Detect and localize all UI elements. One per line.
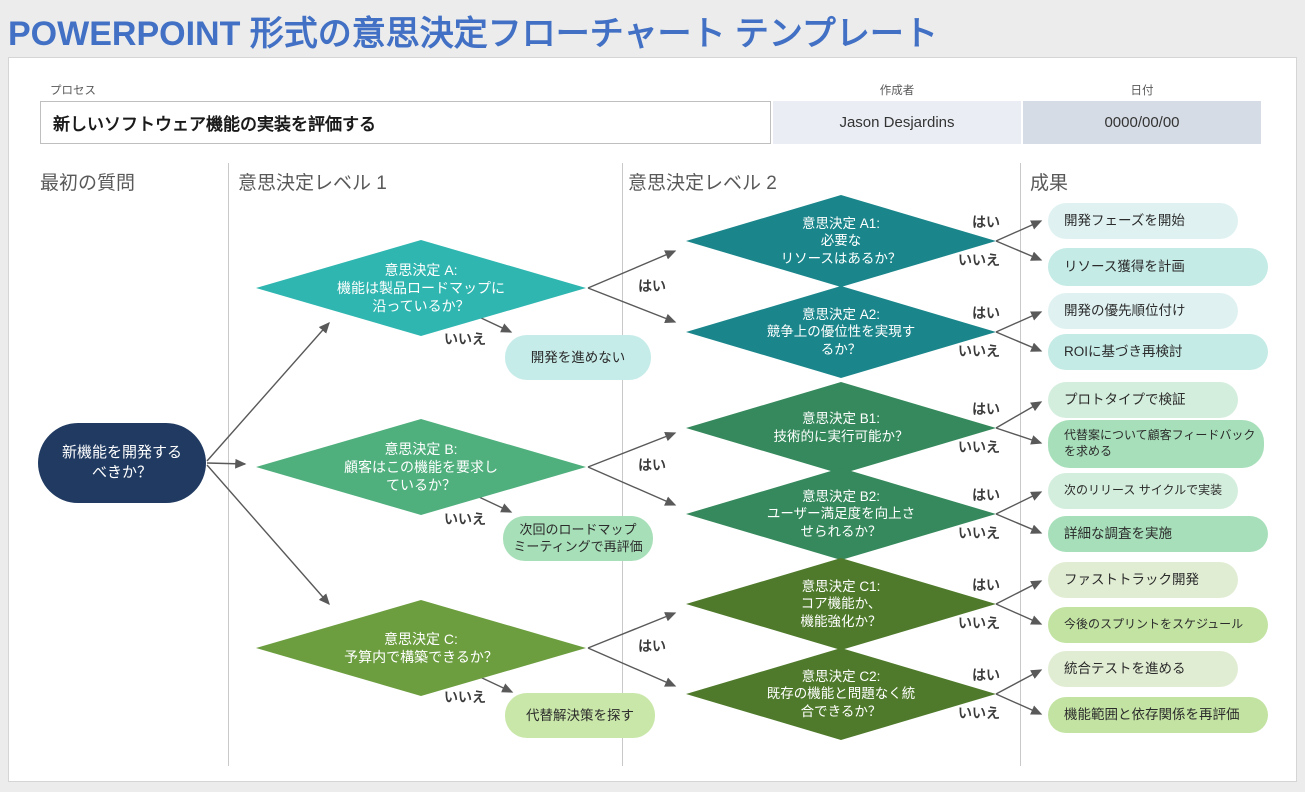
column-header-level1: 意思決定レベル 1 bbox=[238, 173, 387, 194]
outcome-pill-b1-no[interactable]: 代替案について顧客フィードバック を求める bbox=[1048, 420, 1264, 468]
outcome-pill-c2-yes[interactable]: 統合テストを進める bbox=[1048, 651, 1238, 687]
no-label-c1: いいえ bbox=[958, 615, 1000, 631]
no-label-c2: いいえ bbox=[958, 705, 1000, 721]
decision-b-no-pill[interactable]: 次回のロードマップ ミーティングで再評価 bbox=[503, 516, 653, 561]
outcome-pill-c1-yes[interactable]: ファストトラック開発 bbox=[1048, 562, 1238, 598]
no-label-b1: いいえ bbox=[958, 439, 1000, 455]
no-label-a1: いいえ bbox=[958, 252, 1000, 268]
date-value-field[interactable]: 0000/00/00 bbox=[1023, 101, 1261, 144]
no-label-c: いいえ bbox=[444, 689, 486, 705]
outcome-pill-a2-no[interactable]: ROIに基づき再検討 bbox=[1048, 334, 1268, 370]
process-label: プロセス bbox=[50, 85, 96, 97]
no-label-a2: いいえ bbox=[958, 343, 1000, 359]
yes-label-b2: はい bbox=[972, 487, 1000, 503]
yes-label-b1: はい bbox=[972, 401, 1000, 417]
yes-label-c: はい bbox=[638, 638, 666, 654]
column-header-first-question: 最初の質問 bbox=[40, 173, 136, 194]
page-title: POWERPOINT 形式の意思決定フローチャート テンプレート bbox=[8, 15, 938, 53]
outcome-pill-a1-no[interactable]: リソース獲得を計画 bbox=[1048, 248, 1268, 286]
yes-label-c1: はい bbox=[972, 577, 1000, 593]
outcome-pill-b2-yes[interactable]: 次のリリース サイクルで実装 bbox=[1048, 473, 1238, 509]
yes-label-a: はい bbox=[638, 278, 666, 294]
column-divider-3 bbox=[1020, 163, 1021, 766]
yes-label-a1: はい bbox=[972, 214, 1000, 230]
column-header-outcomes: 成果 bbox=[1030, 173, 1069, 194]
column-divider-1 bbox=[228, 163, 229, 766]
author-label: 作成者 bbox=[879, 85, 915, 97]
decision-c-no-pill[interactable]: 代替解決策を探す bbox=[505, 693, 655, 738]
outcome-pill-a2-yes[interactable]: 開発の優先順位付け bbox=[1048, 293, 1238, 329]
yes-label-b: はい bbox=[638, 457, 666, 473]
outcome-pill-a1-yes[interactable]: 開発フェーズを開始 bbox=[1048, 203, 1238, 239]
start-node[interactable]: 新機能を開発する べきか？ bbox=[38, 423, 206, 503]
no-label-a: いいえ bbox=[444, 331, 486, 347]
outcome-pill-c2-no[interactable]: 機能範囲と依存関係を再評価 bbox=[1048, 697, 1268, 733]
column-header-level2: 意思決定レベル 2 bbox=[628, 173, 777, 194]
process-value-field[interactable]: 新しいソフトウェア機能の実装を評価する bbox=[40, 101, 771, 144]
decision-a-no-pill[interactable]: 開発を進めない bbox=[505, 335, 651, 380]
no-label-b2: いいえ bbox=[958, 525, 1000, 541]
outcome-pill-b2-no[interactable]: 詳細な調査を実施 bbox=[1048, 516, 1268, 552]
date-label: 日付 bbox=[1130, 85, 1154, 97]
no-label-b: いいえ bbox=[444, 511, 486, 527]
outcome-pill-c1-no[interactable]: 今後のスプリントをスケジュール bbox=[1048, 607, 1268, 643]
yes-label-a2: はい bbox=[972, 305, 1000, 321]
author-value-field[interactable]: Jason Desjardins bbox=[773, 101, 1021, 144]
column-divider-2 bbox=[622, 163, 623, 766]
yes-label-c2: はい bbox=[972, 667, 1000, 683]
outcome-pill-b1-yes[interactable]: プロトタイプで検証 bbox=[1048, 382, 1238, 418]
